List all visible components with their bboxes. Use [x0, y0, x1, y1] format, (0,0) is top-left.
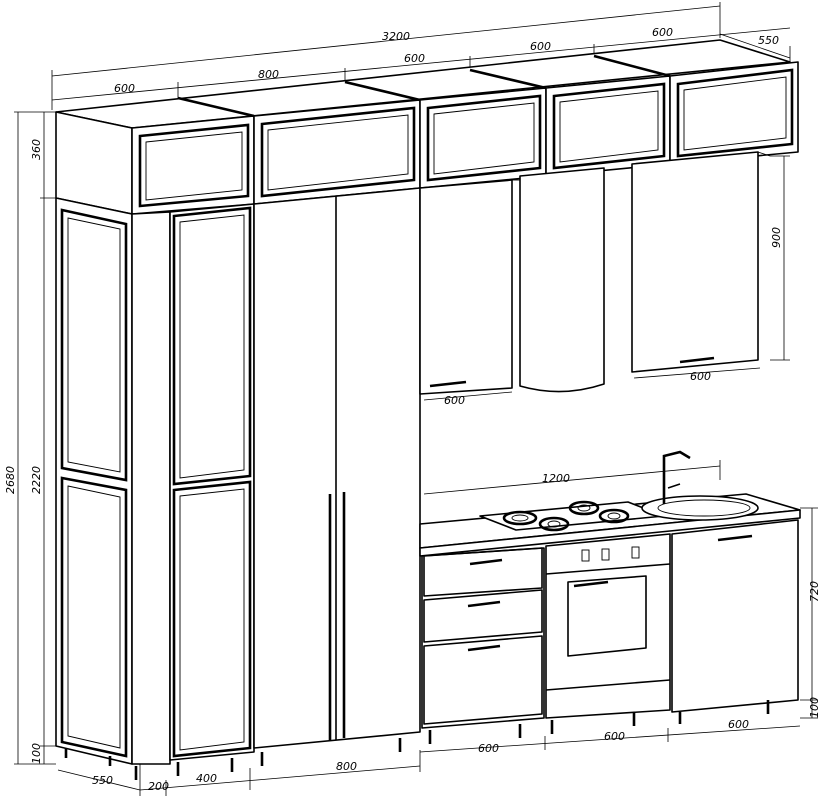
dim-worktop: 1200	[542, 472, 570, 485]
dim-bottom-1: 550	[92, 774, 113, 787]
wall-cabinets	[419, 151, 771, 395]
dim-top-module-height: 360	[30, 139, 43, 160]
dim-wall-1: 600	[444, 394, 465, 407]
top-modules	[55, 39, 799, 215]
dim-top-1: 600	[114, 82, 135, 95]
dim-top-3: 600	[404, 52, 425, 65]
dim-top-4: 600	[530, 40, 551, 53]
dim-bottom-3: 400	[196, 772, 217, 785]
dimension-lines	[14, 2, 818, 796]
dim-wall-2: 600	[690, 370, 711, 383]
base-units	[64, 450, 801, 780]
dim-tall-height: 2220	[30, 466, 43, 494]
legs	[64, 700, 770, 780]
dim-top-2: 800	[258, 68, 279, 81]
dim-plinth-right: 100	[808, 697, 821, 718]
dim-base-height: 720	[808, 581, 821, 602]
dim-base-2: 600	[604, 730, 625, 743]
dim-overall-depth: 550	[758, 34, 779, 47]
dim-bottom-4: 800	[336, 760, 357, 773]
dim-base-1: 600	[478, 742, 499, 755]
left-tall-unit	[55, 197, 255, 765]
dim-base-3: 600	[728, 718, 749, 731]
dimension-labels: 3200 550 600 800 600 600 600 2680 2220 3…	[4, 26, 821, 793]
burners	[502, 500, 630, 532]
dim-overall-width: 3200	[382, 30, 410, 43]
fridge-column	[253, 187, 421, 749]
dim-overall-height: 2680	[4, 466, 17, 494]
dim-plinth-left: 100	[30, 743, 43, 764]
dim-bottom-2: 200	[148, 780, 169, 793]
dim-wall-height: 900	[770, 227, 783, 248]
dim-top-5: 600	[652, 26, 673, 39]
